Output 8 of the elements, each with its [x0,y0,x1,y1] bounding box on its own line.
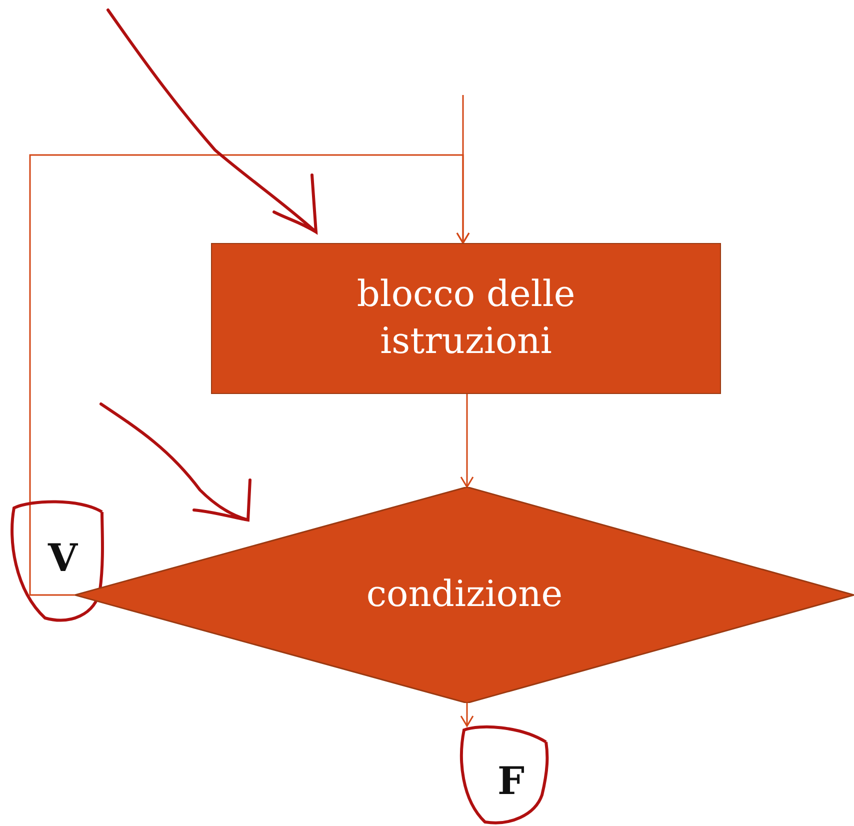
branch-label: V [48,535,78,580]
node-text: blocco delle istruzioni [356,272,576,364]
process-box [211,243,721,394]
arrow [460,703,474,727]
arrow [29,154,470,596]
branch-label: F [498,758,524,802]
arrow [460,394,474,488]
node-text: condizione [366,572,563,617]
